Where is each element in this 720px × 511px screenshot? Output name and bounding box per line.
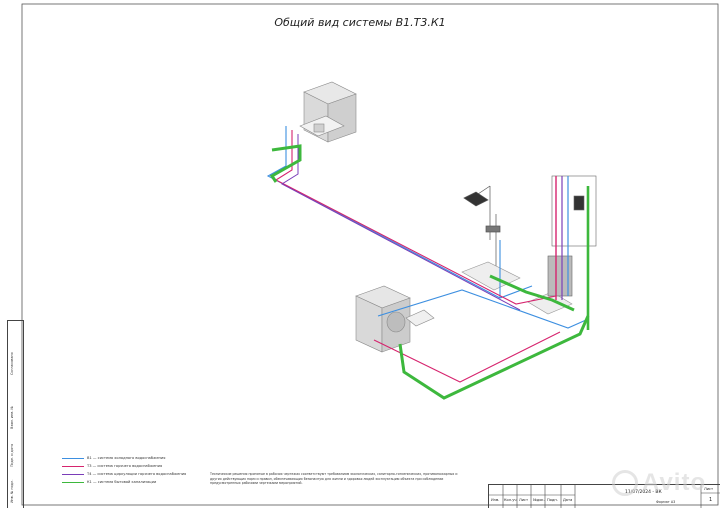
side-label-inv-original: Инв. № подл. <box>10 479 14 503</box>
title-block-grid <box>489 485 720 508</box>
washing-machine-fixture <box>355 285 435 353</box>
shower-fixture <box>463 185 501 270</box>
legend-swatch <box>62 457 84 459</box>
legend-item-b1: В1 — система холодного водоснабжения <box>62 454 186 462</box>
title-block: Изм. Кол.уч Лист №док. Подп. Дата 11/07/… <box>488 484 720 508</box>
sewer-pipe-k1 <box>269 144 590 400</box>
legend-label: К1 — система бытовой канализации <box>87 480 157 484</box>
general-note: Технические решения принятые в рабочих ч… <box>210 472 458 486</box>
side-label-approved: Согласовано <box>10 352 14 375</box>
legend-swatch <box>62 481 84 483</box>
stamp-header-sign: Подп. <box>547 498 558 502</box>
avito-logo-icon <box>612 470 638 496</box>
legend-label: В1 — система холодного водоснабжения <box>87 456 166 460</box>
legend-item-k1: К1 — система бытовой канализации <box>62 478 186 486</box>
stamp-header-qty: Кол.уч <box>504 498 517 502</box>
side-label-replace-inv: Взам. инв. № <box>10 405 14 429</box>
avito-watermark: Avito <box>612 469 706 497</box>
pipe-legend: В1 — система холодного водоснабжения Т3 … <box>62 454 186 486</box>
isometric-piping-diagram <box>266 81 597 400</box>
stamp-header-rev: Изм. <box>491 498 500 502</box>
stamp-header-doc: №док. <box>533 498 545 502</box>
kitchen-sink-fixture <box>299 81 357 143</box>
legend-swatch <box>62 465 84 467</box>
document-code: 11/07/2024 - ВК <box>625 490 662 495</box>
side-stamp: Согласовано Взам. инв. № Подп. и дата Ин… <box>7 320 24 508</box>
paper-format: Формат А3 <box>656 500 676 504</box>
sheet-label: Лист <box>704 487 714 491</box>
watermark-text: Avito <box>642 469 707 496</box>
side-label-signature-date: Подп. и дата <box>10 443 14 467</box>
legend-item-t3: Т3 — система горячего водоснабжения <box>62 462 186 470</box>
legend-swatch <box>62 473 84 475</box>
cold-water-pipe-b1 <box>266 126 587 329</box>
drawing-title: Общий вид системы В1.Т3.К1 <box>274 16 446 29</box>
legend-label: Т4 — система циркуляции горячего водосна… <box>87 472 187 476</box>
circulation-pipe-t4 <box>280 134 521 311</box>
stamp-header-date: Дата <box>563 498 573 502</box>
stamp-header-sheet: Лист <box>519 498 529 502</box>
boiler-manifold-rack <box>547 175 597 330</box>
sheet-number: 1 <box>709 497 713 503</box>
legend-label: Т3 — система горячего водоснабжения <box>87 464 163 468</box>
legend-item-t4: Т4 — система циркуляции горячего водосна… <box>62 470 186 478</box>
